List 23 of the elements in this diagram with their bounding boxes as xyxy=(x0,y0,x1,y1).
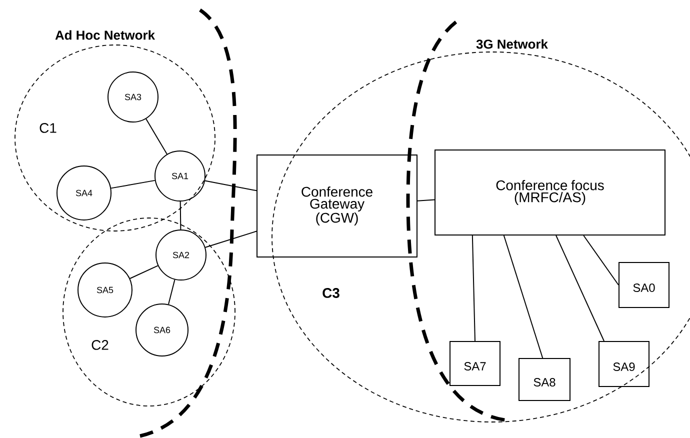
agent-box: SA7 xyxy=(450,341,500,386)
network-title: Ad Hoc Network xyxy=(55,30,156,40)
cluster-label: C1 xyxy=(40,123,56,133)
link-line xyxy=(146,118,168,155)
network-title: 3G Network xyxy=(476,39,548,49)
link-line xyxy=(204,180,257,192)
server-box: Conference Gateway (CGW) xyxy=(256,154,418,258)
link-line xyxy=(472,235,476,342)
link-line xyxy=(180,201,182,230)
link-line xyxy=(417,199,435,202)
link-line xyxy=(556,235,604,342)
link-line xyxy=(110,180,156,189)
link-line xyxy=(204,230,257,248)
link-line xyxy=(129,265,158,279)
agent-box: SA9 xyxy=(598,341,650,387)
cluster-label: C2 xyxy=(92,340,108,350)
cluster-label: C3 xyxy=(322,288,340,298)
link-line xyxy=(583,235,619,286)
link-line xyxy=(503,235,544,358)
agent-box: SA0 xyxy=(618,262,670,308)
agent-box: SA8 xyxy=(518,358,570,401)
server-box: Conference focus (MRFC/AS) xyxy=(434,150,666,236)
link-line xyxy=(168,279,176,305)
